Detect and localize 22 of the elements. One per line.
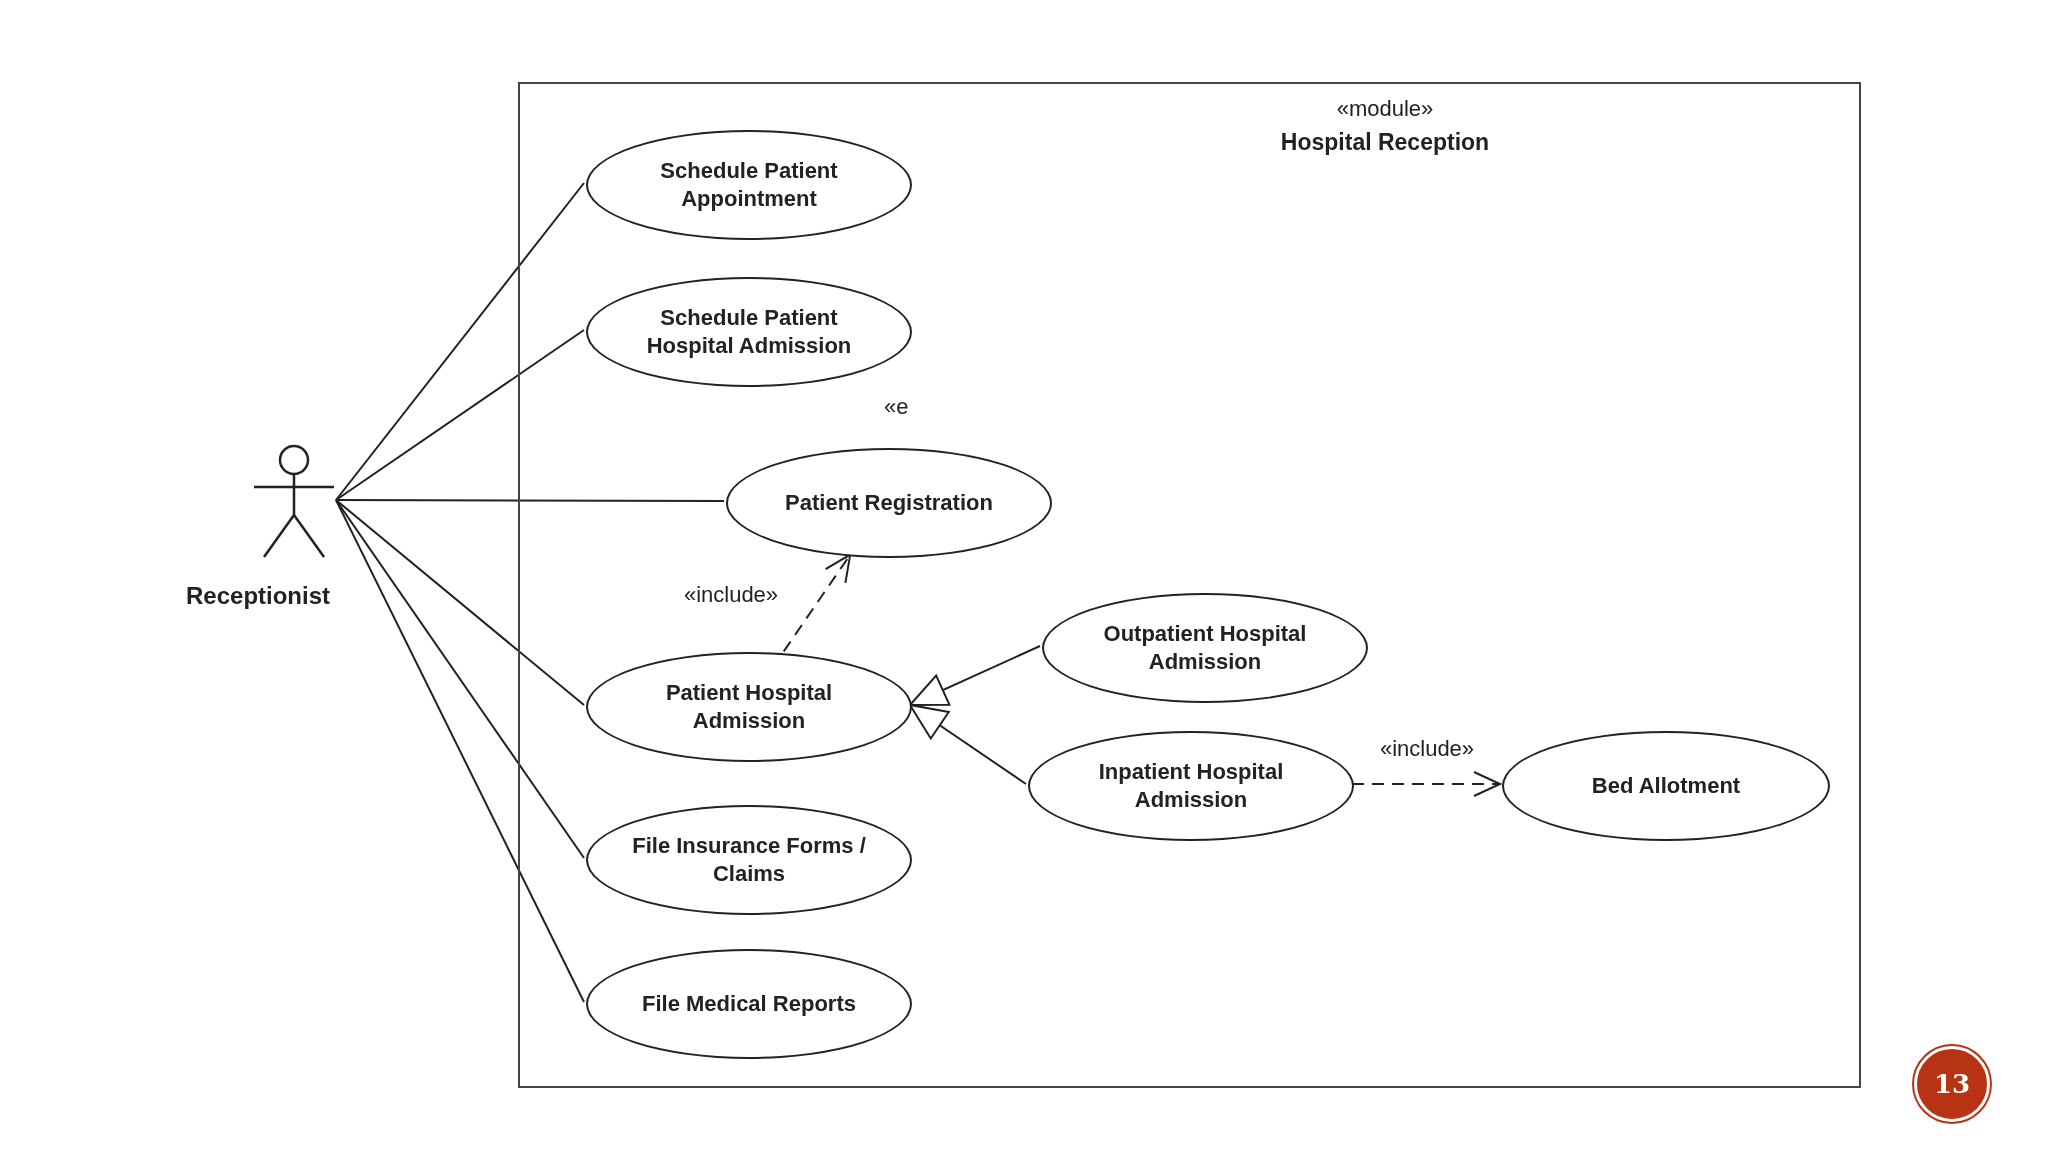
use-case-name: File Medical Reports <box>641 990 857 1018</box>
use-case-name: Inpatient Hospital Admission <box>1097 758 1285 814</box>
stereotype-fragment: «e <box>884 393 909 421</box>
use-case-name: Bed Allotment <box>1590 772 1742 800</box>
association-line <box>335 499 585 859</box>
use-case-name: Patient Hospital Admission <box>664 679 834 735</box>
association-line <box>335 182 585 501</box>
use-case-name: Patient Registration <box>784 489 994 517</box>
stereotype-label: «module» <box>1336 95 1434 123</box>
use-case-name: Schedule Patient Appointment <box>659 157 839 213</box>
association-line <box>335 329 585 501</box>
module-frame <box>518 82 1861 1088</box>
association-line <box>335 499 585 1003</box>
actor-name: Receptionist <box>186 581 331 611</box>
module-title: Hospital Reception <box>1280 128 1490 157</box>
association-line <box>335 499 725 502</box>
page-number-badge <box>1914 1046 1990 1122</box>
use-case-name: Outpatient Hospital Admission <box>1102 620 1308 676</box>
use-case-name: Schedule Patient Hospital Admission <box>645 304 853 360</box>
use-case-name: File Insurance Forms / Claims <box>631 832 867 888</box>
association-line <box>335 499 585 706</box>
page-number: 13 <box>1933 1067 1971 1101</box>
